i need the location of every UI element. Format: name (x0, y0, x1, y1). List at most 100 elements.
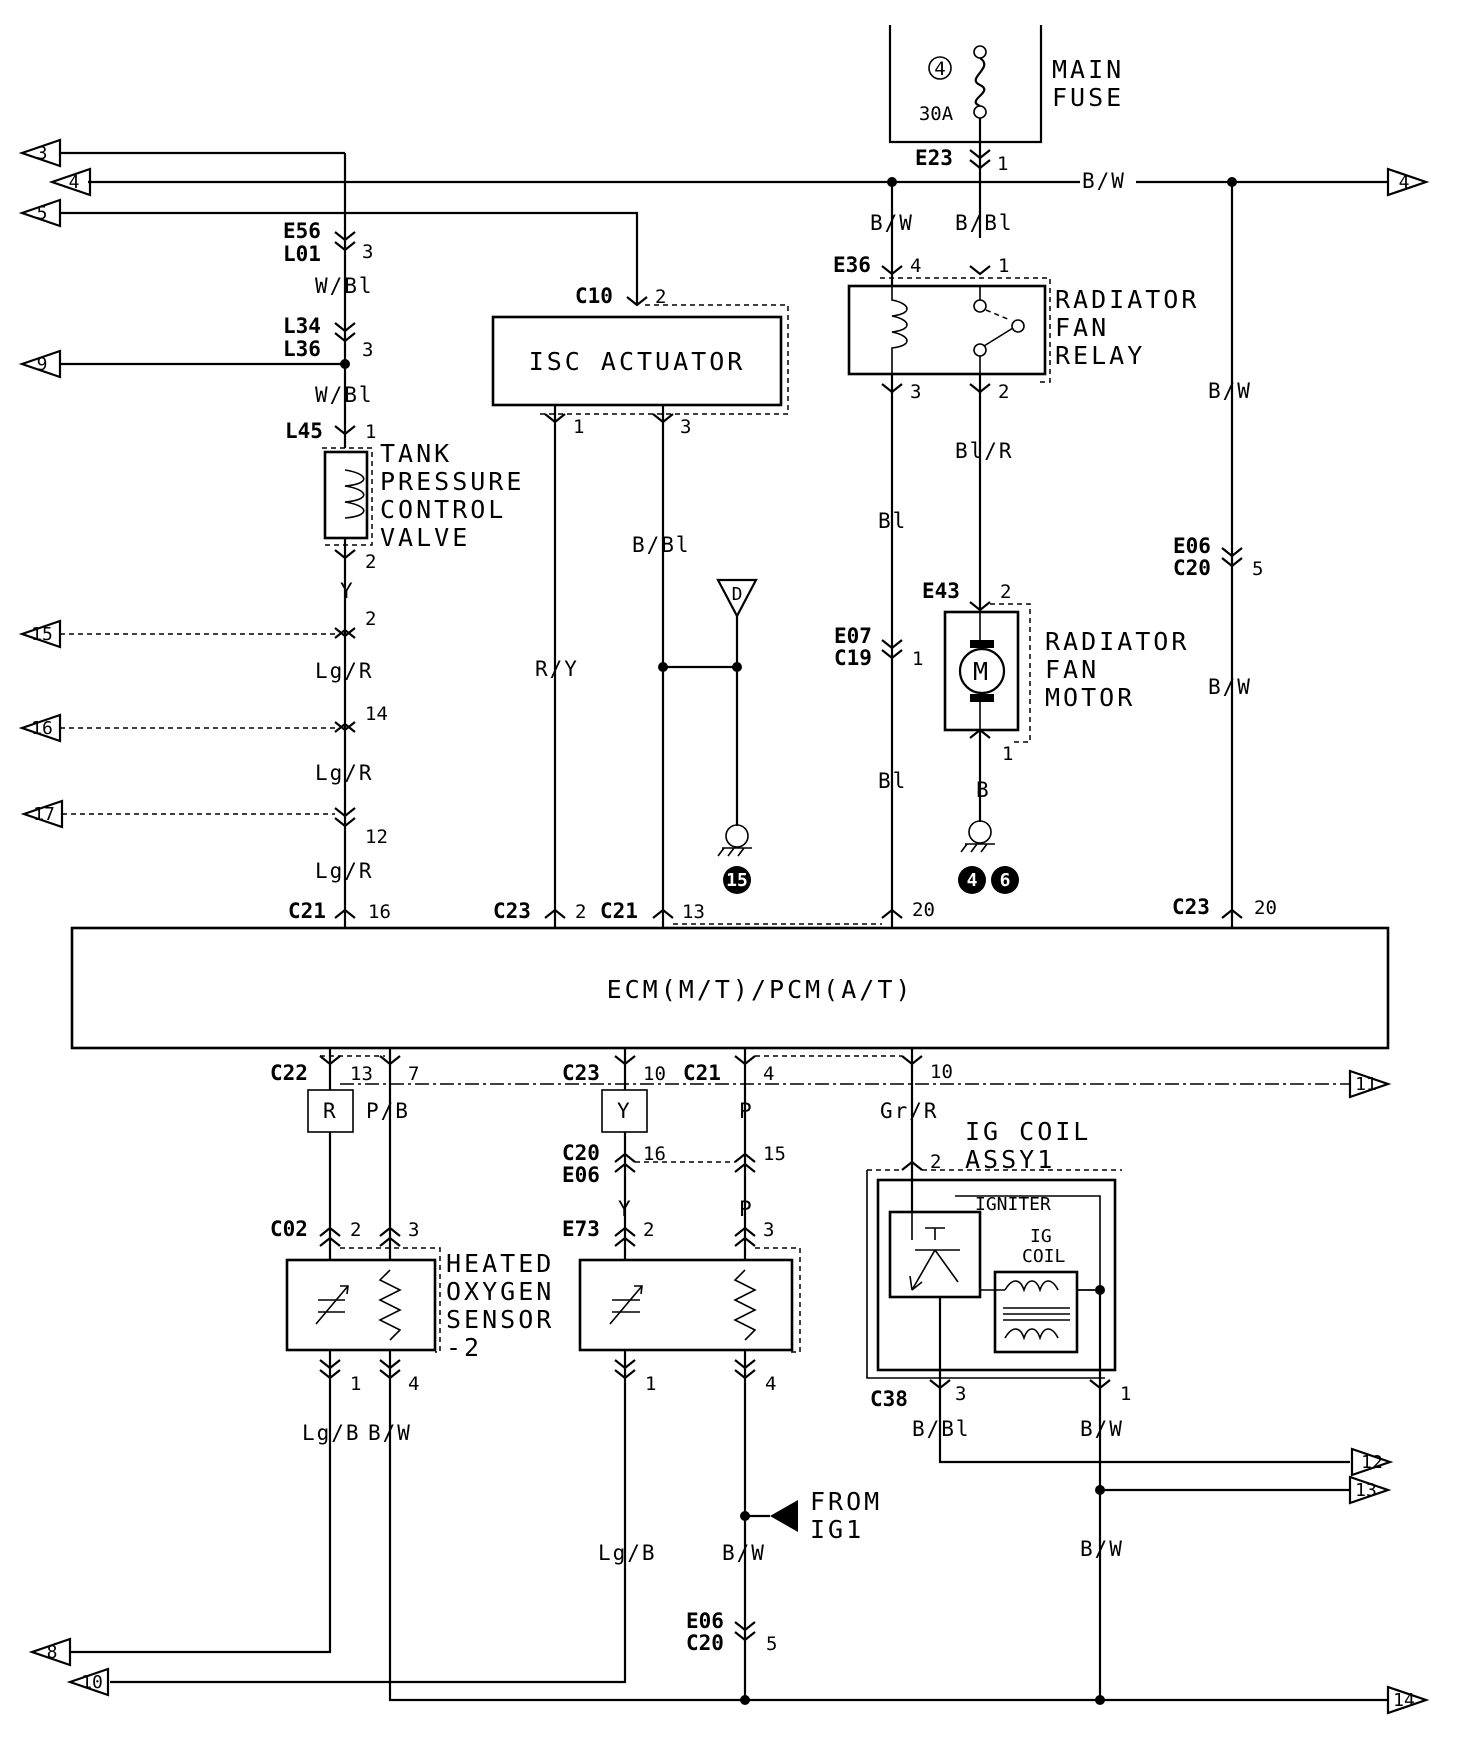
connector-c21-c: C21 (683, 1061, 721, 1085)
svg-text:5: 5 (37, 203, 48, 224)
pin-relay-3: 3 (910, 381, 921, 403)
wire-bw-relay: B/W (870, 211, 914, 235)
svg-text:CONTROL: CONTROL (380, 495, 506, 524)
pin-c10: 2 (655, 286, 666, 308)
pin-hos-1: 1 (350, 1373, 361, 1395)
offpage-arrow-4-left: 4 (48, 167, 92, 197)
connector-l34: L34 (283, 314, 321, 338)
pin-hos-4: 4 (408, 1373, 419, 1395)
pin-e56: 3 (362, 241, 373, 263)
wire-blr: Bl/R (955, 439, 1014, 463)
wire-p-1: P (739, 1099, 754, 1123)
wire-y-valve: Y (340, 579, 355, 603)
svg-text:9: 9 (37, 354, 48, 375)
pin-j-y: 2 (365, 608, 376, 630)
pin-e06-bot: 5 (766, 1633, 777, 1655)
hos-label-1: HEATED (446, 1249, 554, 1278)
offpage-arrow-12: 12 (1350, 1447, 1394, 1477)
svg-text:6: 6 (1000, 870, 1011, 891)
pin-isc-3: 3 (680, 416, 691, 438)
offpage-arrow-5: 5 (18, 198, 62, 228)
pin-ecm-20a: 20 (912, 899, 935, 921)
offpage-arrow-16: 16 (18, 713, 62, 743)
connector-l01: L01 (283, 242, 321, 266)
connector-c20-bot: C20 (686, 1631, 724, 1655)
connector-c20-mid: C20 (562, 1141, 600, 1165)
ig-coil-label-1: IG COIL (965, 1117, 1091, 1146)
offpage-arrow-14: 14 (1386, 1685, 1430, 1715)
hos-label-2: OXYGEN (446, 1277, 554, 1306)
wire-y-box: Y (617, 1099, 632, 1123)
connector-c19: C19 (834, 646, 872, 670)
oxygen-sensor-e73 (578, 1258, 794, 1352)
svg-text:10: 10 (81, 1672, 103, 1693)
svg-text:PRESSURE: PRESSURE (380, 467, 524, 496)
shield-ground-d: D (716, 578, 758, 619)
svg-text:12: 12 (1361, 1452, 1383, 1473)
connector-c10: C10 (575, 284, 613, 308)
wire-wbl-2: W/Bl (315, 383, 374, 407)
fuse-number: 4 (934, 58, 945, 80)
offpage-arrow-10: 10 (66, 1667, 110, 1697)
offpage-arrow-9: 9 (18, 349, 62, 379)
wire-pb: P/B (366, 1099, 410, 1123)
main-fuse-label-2: FUSE (1052, 83, 1124, 112)
pin-c38-1: 1 (1120, 1383, 1131, 1405)
svg-text:4: 4 (967, 870, 978, 891)
main-fuse-label-1: MAIN (1052, 55, 1124, 84)
wire-bw-c38: B/W (1080, 1417, 1124, 1441)
connector-c21-b: C21 (600, 899, 638, 923)
wire-bw-right-2: B/W (1208, 675, 1252, 699)
connector-c21-top: C21 (288, 899, 326, 923)
pin-j-lgr12: 12 (365, 826, 388, 848)
ecm-pcm: ECM(M/T)/PCM(A/T) (70, 926, 1390, 1050)
pin-e36-4: 4 (910, 255, 921, 277)
connector-e06-top: E06 (1173, 534, 1211, 558)
svg-text:16: 16 (31, 718, 53, 739)
pin-e23: 1 (997, 153, 1008, 175)
connector-e07: E07 (834, 624, 872, 648)
connector-c23-c: C23 (562, 1061, 600, 1085)
svg-text:13: 13 (1355, 1480, 1377, 1501)
tank-pressure-control-valve: TANK PRESSURE CONTROL VALVE (323, 439, 524, 552)
hos-label-3: SENSOR (446, 1305, 554, 1334)
wire-lgb-2: Lg/B (598, 1541, 657, 1565)
pin-ig-2: 2 (930, 1151, 941, 1173)
pin-j-lgr14: 14 (365, 703, 388, 725)
pin-c20-16: 16 (643, 1143, 666, 1165)
connector-e23: E23 (915, 146, 953, 170)
connector-e06-mid: E06 (562, 1163, 600, 1187)
pin-motor-1: 1 (1002, 743, 1013, 765)
connector-c23-a: C23 (493, 899, 531, 923)
isc-actuator: ISC ACTUATOR (491, 315, 783, 407)
pin-c21-13: 13 (682, 901, 705, 923)
pin-c38-3: 3 (955, 1383, 966, 1405)
svg-text:3: 3 (37, 143, 48, 164)
wire-r-box: R (323, 1099, 338, 1123)
pin-relay-2: 2 (998, 381, 1009, 403)
svg-text:8: 8 (47, 1642, 58, 1663)
connector-l36: L36 (283, 337, 321, 361)
wire-lgb-1: Lg/B (302, 1421, 361, 1445)
wire-ry: R/Y (535, 657, 579, 681)
svg-text:15: 15 (31, 624, 53, 645)
svg-text:VALVE: VALVE (380, 523, 470, 552)
offpage-arrow-13: 13 (1348, 1475, 1392, 1505)
ground-15: 15 (717, 824, 752, 894)
pin-e73-3: 3 (763, 1219, 774, 1241)
hos-label-4: -2 (446, 1333, 482, 1362)
radiator-fan-relay (847, 284, 1047, 376)
pin-e36-1: 1 (998, 255, 1009, 277)
pin-isc-1: 1 (573, 416, 584, 438)
connector-c38: C38 (870, 1387, 908, 1411)
wire-bw-c38-2: B/W (1080, 1537, 1124, 1561)
wire-wbl-1: W/Bl (315, 274, 374, 298)
wire-bl-lower: Bl (878, 769, 907, 793)
pin-c23-10: 10 (643, 1063, 666, 1085)
svg-text:11: 11 (1355, 1074, 1377, 1095)
pin-c22-7: 7 (408, 1063, 419, 1085)
offpage-arrow-15: 15 (18, 619, 62, 649)
connector-c02: C02 (270, 1217, 308, 1241)
connector-e06-bot: E06 (686, 1609, 724, 1633)
